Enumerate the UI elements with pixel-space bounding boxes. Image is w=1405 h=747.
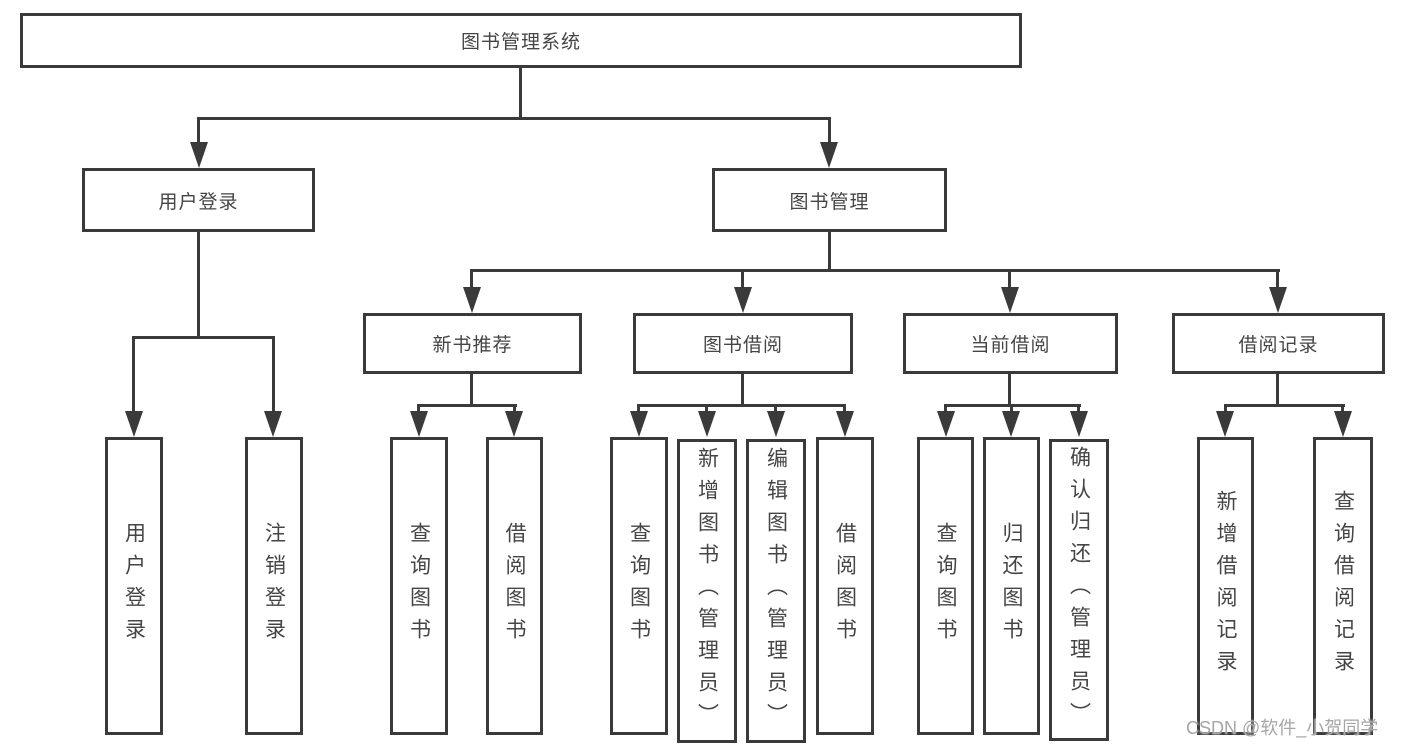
watermark-text: CSDN @软件_小贺同学 bbox=[1186, 718, 1379, 738]
arrow-down-icon bbox=[125, 411, 143, 437]
connector-current-borrow-stem bbox=[1008, 269, 1011, 291]
node-leaf-bb-edit-books: 编辑图书（管理员） bbox=[746, 439, 806, 743]
node-borrow-records-label: 借阅记录 bbox=[1238, 335, 1319, 356]
arrow-down-icon bbox=[1001, 287, 1019, 313]
arrow-down-icon bbox=[734, 287, 752, 313]
connector-borrow-records-stem bbox=[1276, 269, 1279, 291]
node-borrow-records: 借阅记录 bbox=[1172, 313, 1385, 374]
node-leaf-bb-edit-books-label: 编辑图书（管理员） bbox=[764, 447, 788, 735]
connector-level2-splitter bbox=[470, 269, 1280, 272]
arrow-down-icon bbox=[505, 411, 523, 437]
connector-splitter bbox=[637, 404, 846, 407]
node-leaf-cb-confirm-return: 确认归还（管理员） bbox=[1049, 439, 1109, 741]
node-leaf-br-query-record: 查询借阅记录 bbox=[1313, 437, 1373, 735]
arrow-down-icon bbox=[698, 411, 716, 437]
connector-level1-splitter bbox=[197, 117, 831, 120]
node-leaf-br-add-record-label: 新增借阅记录 bbox=[1214, 490, 1237, 682]
connector-user-login-down bbox=[197, 232, 200, 337]
connector-book-borrow-stem bbox=[741, 269, 744, 291]
arrow-down-icon bbox=[836, 411, 854, 437]
connector-user-login-splitter bbox=[132, 336, 275, 339]
node-new-book-recommend: 新书推荐 bbox=[363, 313, 582, 374]
node-leaf-nb-borrow-books-label: 借阅图书 bbox=[503, 522, 526, 650]
connector-down bbox=[470, 374, 473, 407]
connector-leaf-stem bbox=[1341, 404, 1344, 416]
node-leaf-cb-confirm-return-label: 确认归还（管理员） bbox=[1067, 446, 1091, 734]
node-leaf-user-login: 用户登录 bbox=[105, 437, 163, 735]
node-book-borrow: 图书借阅 bbox=[633, 313, 853, 374]
connector-user-login-stem bbox=[197, 117, 200, 144]
arrow-down-icon bbox=[767, 411, 785, 437]
node-leaf-bb-add-books-label: 新增图书（管理员） bbox=[695, 447, 719, 735]
connector-book-management-stem bbox=[828, 117, 831, 144]
arrow-down-icon bbox=[1002, 411, 1020, 437]
arrow-down-icon bbox=[1269, 287, 1287, 313]
arrow-down-icon bbox=[264, 411, 282, 437]
arrow-down-icon bbox=[1334, 411, 1352, 437]
node-leaf-logout-label: 注销登录 bbox=[262, 522, 286, 650]
connector-leaf-stem bbox=[1077, 404, 1080, 416]
connector-down bbox=[1008, 374, 1011, 407]
connector-root-stem bbox=[519, 68, 522, 118]
node-leaf-bb-query-books-label: 查询图书 bbox=[627, 522, 651, 650]
arrow-down-icon bbox=[190, 142, 208, 168]
node-leaf-nb-query-books-label: 查询图书 bbox=[407, 522, 431, 650]
node-leaf-br-add-record: 新增借阅记录 bbox=[1197, 437, 1254, 735]
node-current-borrow: 当前借阅 bbox=[903, 313, 1118, 374]
node-leaf-bb-query-books: 查询图书 bbox=[610, 437, 668, 735]
connector-leaf-stem bbox=[417, 404, 420, 416]
connector-down bbox=[1276, 374, 1279, 407]
node-leaf-br-query-record-label: 查询借阅记录 bbox=[1331, 490, 1355, 682]
arrow-down-icon bbox=[1216, 411, 1234, 437]
connector-leaf-stem bbox=[272, 336, 275, 412]
node-leaf-nb-query-books: 查询图书 bbox=[390, 437, 448, 735]
node-leaf-cb-return-books: 归还图书 bbox=[983, 437, 1040, 735]
arrow-down-icon bbox=[463, 287, 481, 313]
node-root-label: 图书管理系统 bbox=[460, 32, 581, 53]
connector-book-management-down bbox=[828, 232, 831, 270]
node-leaf-bb-borrow-books: 借阅图书 bbox=[816, 437, 874, 735]
node-leaf-bb-add-books: 新增图书（管理员） bbox=[677, 439, 737, 743]
connector-splitter bbox=[1224, 404, 1345, 407]
connector-leaf-stem bbox=[1224, 404, 1227, 416]
connector-leaf-stem bbox=[513, 404, 516, 416]
node-leaf-user-login-label: 用户登录 bbox=[122, 522, 146, 650]
node-leaf-logout: 注销登录 bbox=[245, 437, 303, 735]
node-current-borrow-label: 当前借阅 bbox=[970, 335, 1051, 356]
node-user-login-label: 用户登录 bbox=[158, 191, 239, 213]
connector-leaf-stem bbox=[132, 336, 135, 412]
connector-splitter bbox=[417, 404, 517, 407]
node-leaf-nb-borrow-books: 借阅图书 bbox=[486, 437, 543, 735]
node-root: 图书管理系统 bbox=[20, 13, 1022, 68]
connector-leaf-stem bbox=[1010, 404, 1013, 416]
node-leaf-cb-query-books-label: 查询图书 bbox=[934, 522, 957, 650]
connector-down bbox=[741, 374, 744, 407]
connector-leaf-stem bbox=[705, 404, 708, 416]
node-book-management-label: 图书管理 bbox=[789, 191, 870, 213]
arrow-down-icon bbox=[410, 411, 428, 437]
connector-leaf-stem bbox=[637, 404, 640, 416]
arrow-down-icon bbox=[1070, 411, 1088, 437]
arrow-down-icon bbox=[820, 142, 838, 168]
arrow-down-icon bbox=[937, 411, 955, 437]
arrow-down-icon bbox=[630, 411, 648, 437]
node-leaf-cb-query-books: 查询图书 bbox=[917, 437, 974, 735]
connector-leaf-stem bbox=[843, 404, 846, 416]
node-leaf-cb-return-books-label: 归还图书 bbox=[1000, 522, 1023, 650]
node-new-book-recommend-label: 新书推荐 bbox=[432, 335, 513, 356]
node-book-management: 图书管理 bbox=[712, 168, 947, 232]
node-leaf-bb-borrow-books-label: 借阅图书 bbox=[833, 522, 857, 650]
node-user-login: 用户登录 bbox=[82, 168, 315, 232]
connector-leaf-stem bbox=[774, 404, 777, 416]
node-book-borrow-label: 图书借阅 bbox=[702, 335, 783, 356]
connector-leaf-stem bbox=[944, 404, 947, 416]
connector-new-book-stem bbox=[470, 269, 473, 291]
